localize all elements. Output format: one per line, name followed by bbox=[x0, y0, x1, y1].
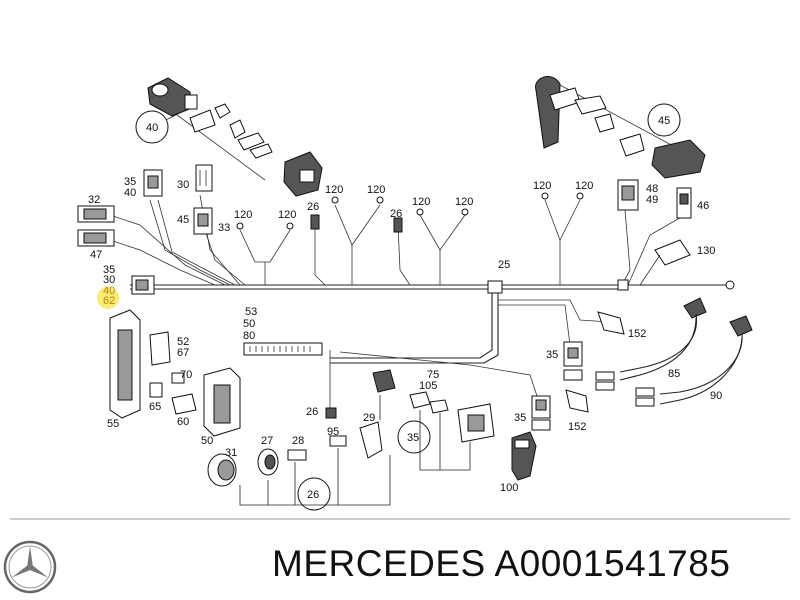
ref-label: 26 bbox=[307, 201, 319, 213]
ref-label: 35 bbox=[124, 176, 136, 188]
ref-label: 95 bbox=[327, 426, 339, 438]
ref-label: 30 bbox=[103, 274, 115, 286]
ref-label: 50 bbox=[201, 435, 213, 447]
ref-label: 45 bbox=[177, 214, 189, 226]
brand-name: MERCEDES bbox=[272, 543, 486, 584]
ref-label: 26 bbox=[390, 208, 402, 220]
ref-label: 53 bbox=[245, 306, 257, 318]
ref-label: 47 bbox=[90, 249, 102, 261]
ref-label: 67 bbox=[177, 347, 189, 359]
ref-label: 32 bbox=[88, 194, 100, 206]
ref-label: 65 bbox=[149, 401, 161, 413]
ref-label: 100 bbox=[500, 482, 518, 494]
ref-label: 52 bbox=[177, 336, 189, 348]
ref-label: 75 bbox=[427, 369, 439, 381]
ref-label: 31 bbox=[225, 447, 237, 459]
ref-label: 27 bbox=[261, 435, 273, 447]
ref-label: 48 bbox=[646, 183, 658, 195]
ref-label: 120 bbox=[278, 209, 296, 221]
ref-label: 85 bbox=[668, 368, 680, 380]
ref-label: 120 bbox=[234, 209, 252, 221]
ref-label: 55 bbox=[107, 418, 119, 430]
ref-label: 120 bbox=[367, 184, 385, 196]
connector-group-40: 40 bbox=[135, 77, 323, 197]
highlight-marker bbox=[97, 287, 119, 309]
part-number: A0001541785 bbox=[494, 543, 731, 584]
ref-label: 35 bbox=[103, 264, 115, 276]
ref-label: 120 bbox=[575, 180, 593, 192]
ref-label: 49 bbox=[646, 194, 658, 206]
callout-26-label: 26 bbox=[307, 489, 319, 501]
ref-label: 25 bbox=[498, 259, 510, 271]
ref-label: 120 bbox=[325, 184, 343, 196]
ref-label: 62 bbox=[103, 295, 115, 307]
ref-label: 120 bbox=[533, 180, 551, 192]
mercedes-star-icon bbox=[3, 540, 57, 594]
ref-label: 26 bbox=[306, 406, 318, 418]
lower-right-parts bbox=[511, 297, 753, 481]
ref-label: 28 bbox=[292, 435, 304, 447]
ref-label: 33 bbox=[218, 222, 230, 234]
ref-label: 152 bbox=[628, 328, 646, 340]
ref-label: 130 bbox=[697, 245, 715, 257]
ref-label: 80 bbox=[243, 330, 255, 342]
reference-labels: 35 40 30 45 33 32 47 35 30 40 62 120 120… bbox=[88, 176, 722, 494]
ref-label: 35 bbox=[546, 349, 558, 361]
ref-label: 152 bbox=[568, 421, 586, 433]
ref-label: 120 bbox=[455, 196, 473, 208]
callout-35-label: 35 bbox=[407, 432, 419, 444]
ref-label: 40 bbox=[124, 187, 136, 199]
harness-connectors bbox=[77, 164, 692, 295]
ref-label: 70 bbox=[180, 369, 192, 381]
main-harness bbox=[109, 194, 735, 412]
callout-40-label: 40 bbox=[146, 122, 158, 134]
ref-label: 60 bbox=[177, 416, 189, 428]
connector-group-45: 45 bbox=[535, 76, 706, 179]
ref-label: 35 bbox=[514, 412, 526, 424]
ref-label: 40 bbox=[103, 285, 115, 297]
pin-120-group bbox=[236, 192, 584, 230]
ref-label: 46 bbox=[697, 200, 709, 212]
ref-label: 29 bbox=[363, 412, 375, 424]
ref-label: 105 bbox=[419, 380, 437, 392]
ref-label: 50 bbox=[243, 318, 255, 330]
ref-label: 120 bbox=[412, 196, 430, 208]
part-title: MERCEDES A0001541785 bbox=[272, 543, 730, 585]
callout-45-label: 45 bbox=[658, 115, 670, 127]
ref-label: 30 bbox=[177, 179, 189, 191]
lower-left-parts bbox=[109, 309, 323, 437]
lower-middle-parts: 35 26 bbox=[207, 369, 495, 511]
ref-label: 90 bbox=[710, 390, 722, 402]
